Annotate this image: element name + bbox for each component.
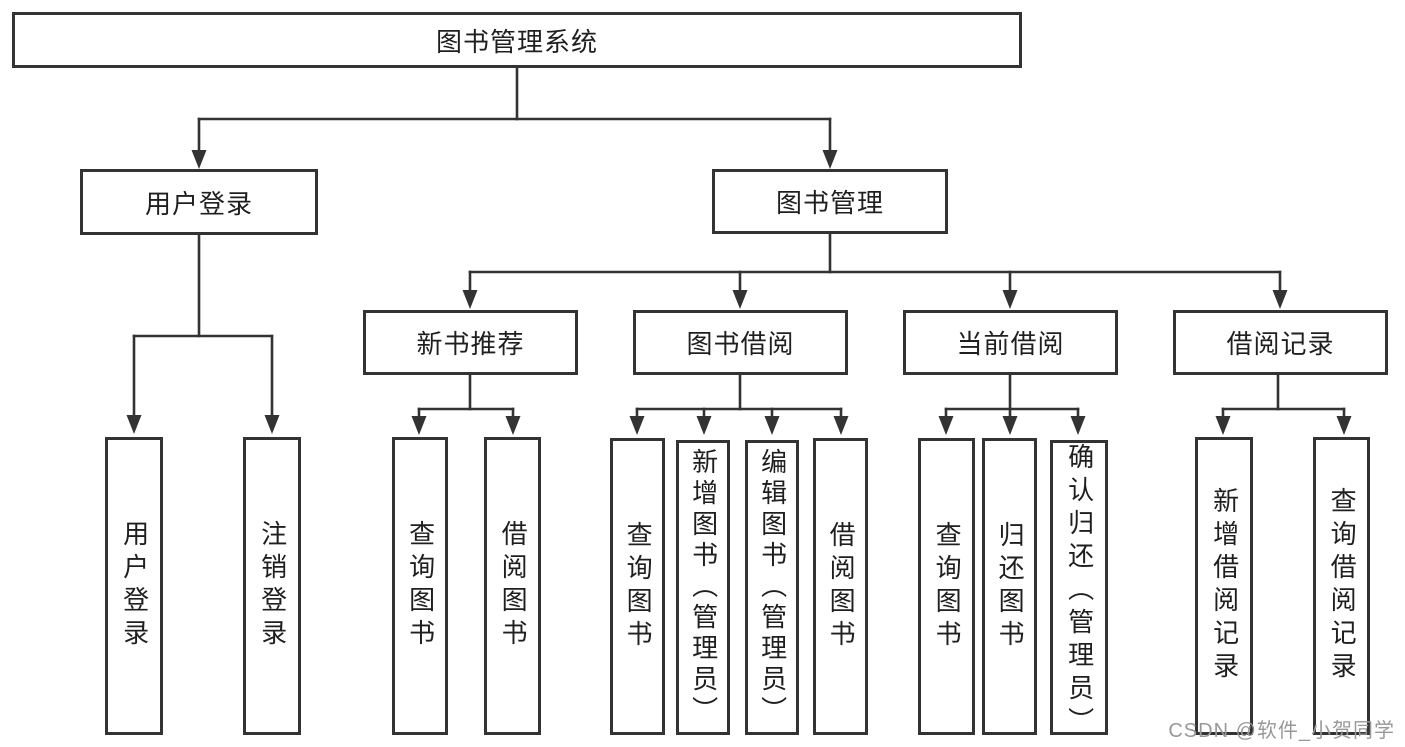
node-label: 图书管理系统 [435,26,598,57]
node-query-borrow-record: 查询借阅记录 [1313,437,1370,735]
node-label: 查询图书 [932,520,963,653]
node-book-borrowing: 图书借阅 [633,310,848,375]
node-user-login-leaf: 用户登录 [105,437,163,735]
node-label: 新增图书（管理员） [688,448,719,727]
node-label: 图书借阅 [686,329,795,359]
node-logout: 注销登录 [243,437,301,735]
node-label: 注销登录 [257,520,288,652]
node-label: 确认归还（管理员） [1064,443,1095,740]
node-label: 借阅图书 [498,520,529,652]
node-label: 编辑图书（管理员） [757,448,788,727]
node-library-management-system: 图书管理系统 [12,12,1022,68]
node-borrow-books-leaf: 借阅图书 [813,438,868,735]
node-label: 查询借阅记录 [1327,487,1358,685]
node-add-borrow-record: 新增借阅记录 [1195,437,1253,735]
node-borrowing-records: 借阅记录 [1173,310,1388,375]
node-query-books-borrowing: 查询图书 [610,438,665,735]
node-label: 用户登录 [144,188,253,219]
node-label: 归还图书 [995,520,1026,653]
node-user-login: 用户登录 [80,169,318,235]
node-label: 新书推荐 [416,329,525,359]
node-label: 新增借阅记录 [1209,487,1240,685]
node-borrow-books-recommend: 借阅图书 [484,437,541,735]
node-add-book-admin: 新增图书（管理员） [676,440,730,735]
node-query-books-recommend: 查询图书 [392,437,448,735]
node-label: 查询图书 [405,520,436,652]
node-return-books: 归还图书 [982,438,1037,735]
node-label: 借阅图书 [826,520,857,653]
node-label: 用户登录 [119,520,150,652]
node-label: 图书管理 [775,188,884,218]
node-label: 借阅记录 [1226,329,1335,359]
csdn-watermark: CSDN @软件_小贺同学 [1168,720,1395,742]
node-query-books-current: 查询图书 [918,438,975,735]
node-confirm-return-admin: 确认归还（管理员） [1050,440,1108,740]
node-book-management: 图书管理 [712,169,948,234]
node-label: 当前借阅 [956,329,1065,359]
node-current-borrowing: 当前借阅 [903,310,1118,375]
node-edit-book-admin: 编辑图书（管理员） [745,440,799,735]
node-label: 查询图书 [623,520,654,653]
node-new-book-recommendation: 新书推荐 [363,310,578,375]
